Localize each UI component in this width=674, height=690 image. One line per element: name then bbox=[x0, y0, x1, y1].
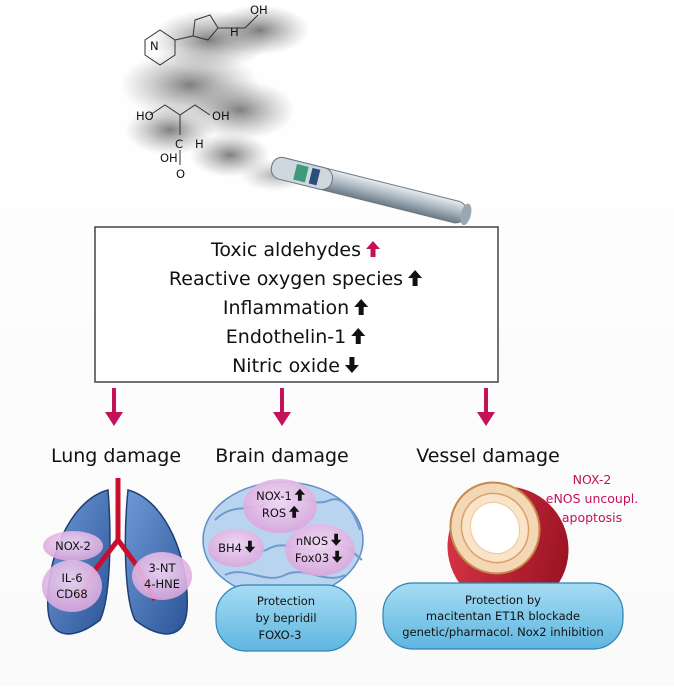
section-arrows bbox=[105, 388, 495, 426]
effects-box bbox=[94, 226, 499, 383]
molecule-label: C bbox=[175, 137, 183, 151]
vessel-image bbox=[447, 481, 569, 610]
brain-marker: NOX-1 bbox=[256, 489, 292, 503]
vessel-note: eNOS uncoupl. bbox=[546, 491, 638, 506]
lung-marker: CD68 bbox=[56, 587, 88, 601]
lung-marker: 4-HNE bbox=[144, 577, 180, 591]
molecule-label: OH bbox=[160, 151, 178, 165]
molecule-label: H bbox=[195, 137, 204, 151]
effect-line: Reactive oxygen species bbox=[169, 268, 403, 290]
brain-title: Brain damage bbox=[215, 445, 348, 467]
arrow-up-icon bbox=[354, 299, 369, 315]
molecule-label: N bbox=[150, 39, 159, 53]
arrow-down-icon bbox=[244, 540, 256, 553]
brain-marker: ROS bbox=[262, 506, 286, 520]
brain-protection-line: Protection bbox=[257, 594, 315, 608]
molecule-label: H bbox=[230, 25, 239, 39]
vessel-protection-pill bbox=[382, 582, 624, 650]
vessel-protection-line: genetic/pharmacol. Nox2 inhibition bbox=[402, 625, 603, 639]
brain-protection-line: by bepridil bbox=[255, 611, 316, 625]
arrow-down-icon bbox=[330, 533, 342, 546]
e-cigarette-image bbox=[270, 156, 472, 226]
vessel-protection-line: macitentan ET1R blockade bbox=[426, 609, 580, 623]
brain-protection-pill bbox=[215, 584, 357, 652]
lung-title: Lung damage bbox=[51, 445, 181, 467]
effect-line: Endothelin-1 bbox=[226, 326, 346, 348]
molecule-label: OH bbox=[250, 3, 268, 17]
molecule-structure bbox=[144, 14, 259, 165]
brain-protection-line: FOXO-3 bbox=[259, 628, 302, 642]
vessel-note: NOX-2 bbox=[573, 472, 612, 487]
vessel-note: apoptosis bbox=[562, 510, 622, 525]
brain-marker: nNOS bbox=[296, 534, 328, 548]
effect-line: Inflammation bbox=[223, 297, 349, 319]
arrow-up-icon bbox=[351, 328, 366, 344]
arrow-down-icon bbox=[344, 357, 359, 373]
vessel-protection-line: Protection by bbox=[465, 593, 541, 607]
molecule-label: O bbox=[176, 167, 185, 181]
effect-line: Nitric oxide bbox=[232, 355, 340, 377]
molecule-label: HO bbox=[136, 109, 154, 123]
effects-list: Toxic aldehydes Reactive oxygen species … bbox=[169, 239, 403, 377]
arrow-down-icon bbox=[331, 550, 343, 563]
effect-arrows bbox=[344, 241, 423, 373]
brain-marker: BH4 bbox=[218, 541, 242, 555]
lung-marker: IL-6 bbox=[61, 571, 82, 585]
molecule-label: OH bbox=[212, 109, 230, 123]
arrow-up-icon bbox=[294, 488, 306, 501]
lung-marker: NOX-2 bbox=[55, 539, 91, 553]
molecule-labels: HO OH N H OH C H O OH bbox=[136, 3, 268, 181]
arrow-up-icon bbox=[366, 241, 381, 257]
lung-marker: 3-NT bbox=[148, 561, 176, 575]
arrow-up-icon bbox=[408, 270, 423, 286]
lung-markers: NOX-2 IL-6 CD68 3-NT 4-HNE bbox=[42, 531, 192, 612]
vessel-title: Vessel damage bbox=[416, 445, 560, 467]
brain-marker: Fox03 bbox=[295, 551, 329, 565]
effect-line: Toxic aldehydes bbox=[210, 239, 361, 261]
arrow-up-icon bbox=[288, 505, 300, 518]
